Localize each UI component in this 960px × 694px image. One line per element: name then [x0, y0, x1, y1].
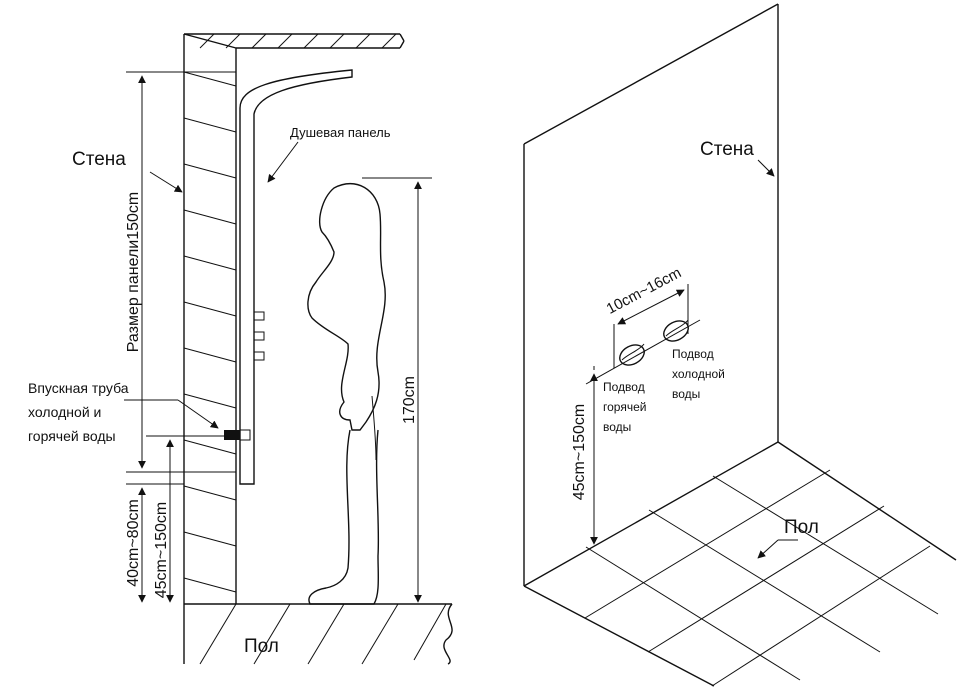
cold-label-line3: воды	[672, 387, 700, 401]
left-side-view: Размер панели150cm 40cm~80cm 45cm~150cm …	[28, 33, 453, 665]
panel-size-dimension: Размер панели150cm	[125, 71, 236, 473]
water-inlets	[585, 319, 701, 385]
human-figure	[307, 182, 386, 605]
inlet-height-dimensions: 40cm~80cm 45cm~150cm	[125, 435, 224, 603]
left-wall-label: Стена	[72, 149, 126, 170]
right-perspective-view: 10cm~16cm 45cm~150cm Стена Подвод холодн…	[523, 3, 957, 687]
spacing-label: 10cm~16cm	[604, 264, 684, 318]
dim-170-label: 170cm	[401, 376, 418, 424]
shower-panel-label: Душевая панель	[290, 125, 391, 140]
wall-section	[183, 33, 405, 664]
right-wall-label: Стена	[700, 139, 754, 160]
floor-plane	[523, 441, 957, 687]
inlet-label-line3: горячей воды	[28, 428, 116, 444]
cold-label-line2: холодной	[672, 367, 725, 381]
cold-label-line1: Подвод	[672, 347, 714, 361]
panel-size-label: Размер панели150cm	[125, 192, 142, 353]
hot-label-line2: горячей	[603, 400, 646, 414]
floor-section	[184, 603, 453, 665]
inlet-label-line1: Впускная труба	[28, 380, 129, 396]
wall-plane	[523, 3, 779, 587]
inlet-label-line2: холодной и	[28, 404, 101, 420]
inlet-height-dimension: 45cm~150cm	[571, 366, 598, 545]
left-floor-label: Пол	[244, 636, 279, 657]
shower-panel	[224, 69, 353, 485]
right-height-label: 45cm~150cm	[571, 404, 588, 501]
hot-water-inlet	[619, 344, 645, 366]
dim-45-150-label: 45cm~150cm	[153, 502, 170, 599]
hot-label-line1: Подвод	[603, 380, 645, 394]
dim-40-80-label: 40cm~80cm	[125, 499, 142, 587]
hot-label-line3: воды	[603, 420, 631, 434]
right-floor-label: Пол	[784, 517, 819, 538]
person-height-dimension: 170cm	[362, 177, 432, 603]
